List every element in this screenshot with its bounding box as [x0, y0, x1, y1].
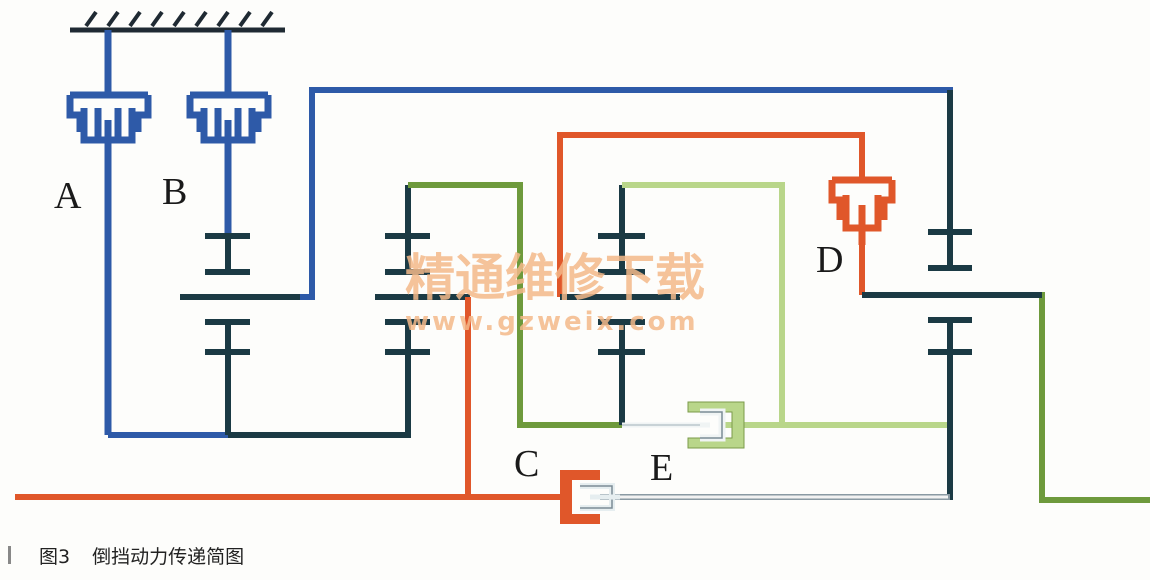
watermark-text: 精通维修下载 — [405, 249, 705, 307]
figure-title: 倒挡动力传递简图 — [92, 545, 245, 568]
power-flow-diagram: A B C D E 精通维修下载 www.gzweix.com — [15, 10, 1150, 524]
planetary-set-3 — [560, 185, 680, 425]
caption-bar — [8, 546, 11, 564]
planetary-set-2 — [375, 185, 470, 370]
clutch-d — [828, 176, 896, 245]
brake-b — [186, 30, 272, 235]
clutch-c — [560, 470, 620, 524]
planetary-set-4 — [862, 90, 1042, 500]
label-d: D — [816, 239, 843, 281]
watermark-url: www.gzweix.com — [405, 307, 699, 337]
housing-ground — [70, 10, 285, 33]
brake-a — [66, 30, 152, 435]
orange-input — [15, 132, 865, 500]
label-a: A — [54, 175, 82, 217]
label-b: B — [162, 171, 187, 213]
lightgreen-shaft — [622, 182, 950, 428]
figure-number: 图3 — [39, 545, 71, 568]
clutch-e — [622, 401, 745, 449]
planetary-set-1 — [180, 233, 411, 438]
label-c: C — [514, 443, 539, 485]
figure-caption: 图3 倒挡动力传递简图 — [8, 540, 244, 570]
label-e: E — [650, 447, 673, 489]
